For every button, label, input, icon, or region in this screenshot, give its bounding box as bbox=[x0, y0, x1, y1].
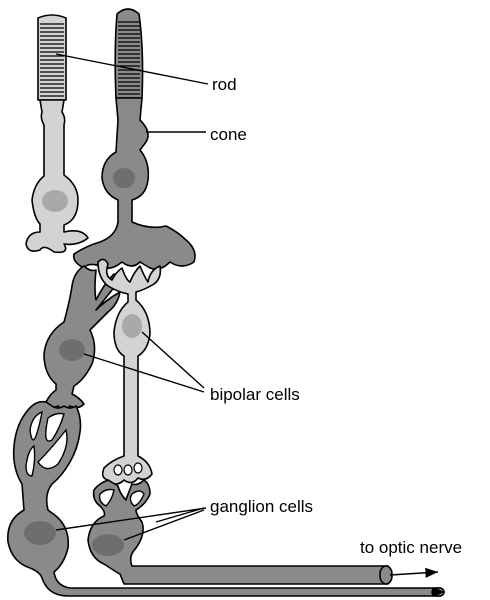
bipolar-leader-1 bbox=[84, 354, 204, 392]
rod-cell bbox=[26, 15, 88, 252]
cone-cell bbox=[74, 9, 195, 269]
label-ganglion-cells: ganglion cells bbox=[210, 497, 313, 516]
bipolar-cell-dark bbox=[44, 266, 120, 409]
ganglion-left-nucleus bbox=[24, 521, 56, 545]
rod-nucleus bbox=[42, 190, 68, 212]
bipolar-light-nucleus bbox=[122, 314, 142, 338]
ganglion-cell-right bbox=[88, 480, 392, 584]
label-cone: cone bbox=[210, 125, 247, 144]
bipolar-leader-2 bbox=[142, 332, 204, 388]
ganglion-leader-3 bbox=[156, 508, 204, 522]
optic-arrow-upper bbox=[390, 572, 438, 575]
bipolar-dark-nucleus bbox=[59, 339, 85, 361]
ganglion-right-nucleus bbox=[92, 534, 124, 556]
rod-body bbox=[26, 100, 88, 252]
cone-nucleus bbox=[113, 168, 135, 188]
label-to-optic-nerve: to optic nerve bbox=[360, 538, 462, 557]
label-bipolar-cells: bipolar cells bbox=[210, 385, 300, 404]
bipolar-dark-body bbox=[44, 266, 120, 409]
cone-body bbox=[74, 98, 195, 269]
label-rod: rod bbox=[212, 75, 237, 94]
